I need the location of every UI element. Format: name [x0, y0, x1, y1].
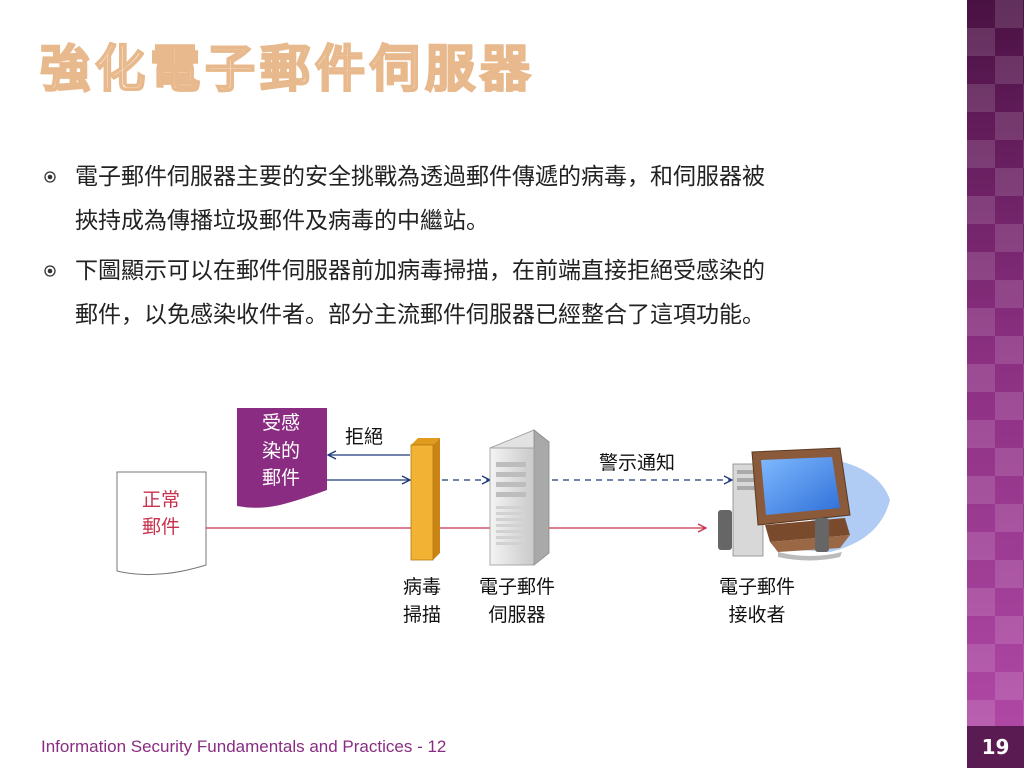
- normal-mail-shape: [116, 471, 207, 576]
- infected-mail-label: 受感: [262, 412, 300, 434]
- alert-label: 警示通知: [599, 452, 675, 474]
- bullet-text-line: 郵件，以免感染收件者。部分主流郵件伺服器已經整合了這項功能。: [75, 302, 765, 328]
- normal-mail-label: 正常: [142, 489, 180, 511]
- circle-bullet-icon: [44, 171, 56, 183]
- mail-server-icon: [489, 429, 550, 566]
- bullet-item: 電子郵件伺服器主要的安全挑戰為透過郵件傳遞的病毒，和伺服器被 挾持成為傳播垃圾郵…: [44, 155, 944, 243]
- scanner-label: 掃描: [403, 604, 441, 626]
- infected-mail-label: 郵件: [262, 467, 300, 489]
- decorative-side-bar: [967, 0, 1024, 768]
- infected-mail-label: 染的: [262, 440, 300, 462]
- scanner-label: 病毒: [403, 576, 441, 598]
- circle-bullet-icon: [44, 265, 56, 277]
- slide-footer: Information Security Fundamentals and Pr…: [41, 737, 447, 756]
- virus-scanner: [410, 438, 440, 561]
- infected-mail-shape: [237, 408, 327, 508]
- reject-label: 拒絕: [345, 426, 383, 448]
- bullet-list: 電子郵件伺服器主要的安全挑戰為透過郵件傳遞的病毒，和伺服器被 挾持成為傳播垃圾郵…: [44, 155, 944, 343]
- page-number: 19: [967, 726, 1024, 768]
- server-label: 伺服器: [488, 604, 545, 626]
- bullet-text-line: 下圖顯示可以在郵件伺服器前加病毒掃描，在前端直接拒絕受感染的: [75, 258, 765, 284]
- slide-title: 強化電子郵件伺服器: [39, 40, 535, 98]
- virus-scanner-bar: [410, 444, 434, 561]
- normal-mail-document: 正常 郵件: [116, 471, 207, 576]
- server-label: 電子郵件: [479, 576, 555, 598]
- receiver-label: 接收者: [728, 604, 785, 626]
- bullet-text-line: 挾持成為傳播垃圾郵件及病毒的中繼站。: [75, 208, 489, 234]
- infected-mail-document: 受感 染的 郵件: [237, 408, 327, 508]
- computer-receiver-icon: [718, 447, 890, 561]
- receiver-label: 電子郵件: [719, 576, 795, 598]
- normal-mail-label: 郵件: [142, 516, 180, 538]
- bullet-text-line: 電子郵件伺服器主要的安全挑戰為透過郵件傳遞的病毒，和伺服器被: [75, 164, 765, 190]
- bullet-item: 下圖顯示可以在郵件伺服器前加病毒掃描，在前端直接拒絕受感染的 郵件，以免感染收件…: [44, 249, 944, 337]
